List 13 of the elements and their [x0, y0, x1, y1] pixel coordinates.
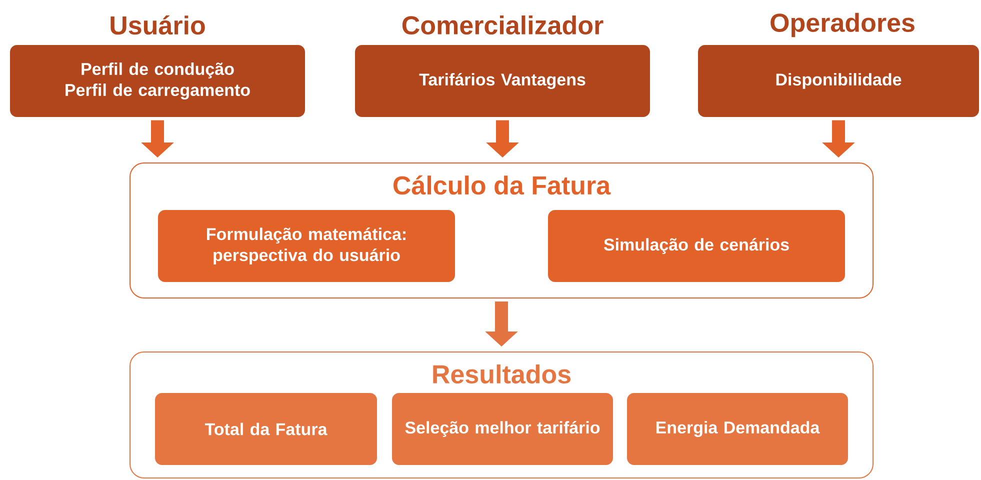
process-box: Seleção melhor tarifário [392, 393, 613, 465]
process-box: Disponibilidade [698, 45, 979, 117]
process-box: Tarifários Vantagens [355, 45, 650, 117]
process-box: Energia Demandada [627, 393, 848, 465]
process-box: Formulação matemática: perspectiva do usuário [158, 210, 455, 282]
heading: Comercializador [402, 15, 604, 35]
heading: Operadores [770, 12, 914, 38]
heading: Usuário [110, 15, 205, 35]
process-box: Total da Fatura [155, 393, 377, 465]
process-box: Simulação de cenários [548, 210, 846, 282]
process-box: Perfil de condução Perfil de carregamento [10, 45, 305, 117]
panel-title: Cálculo da Fatura [394, 175, 611, 195]
panel-title: Resultados [433, 364, 571, 384]
